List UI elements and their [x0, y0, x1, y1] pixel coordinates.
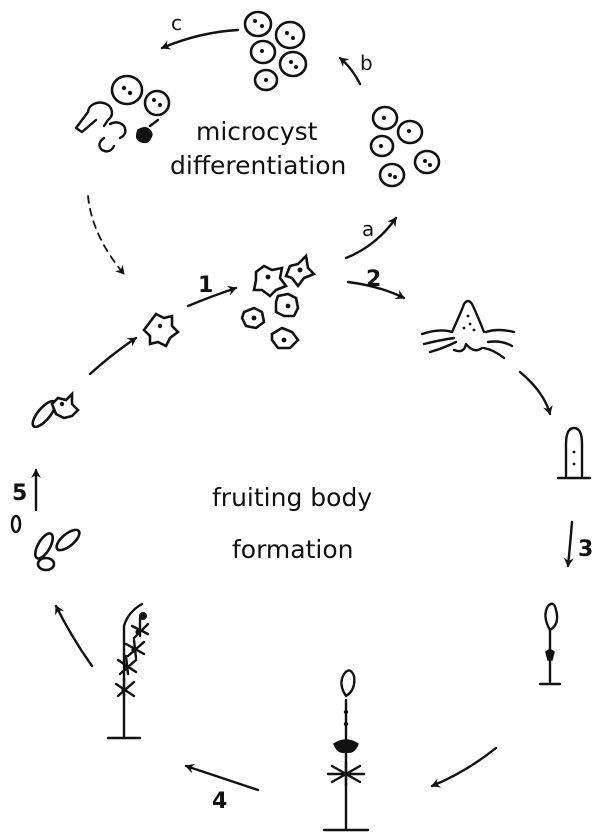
- arrow-to-amoeba: [90, 338, 136, 374]
- arrow-4: [186, 766, 258, 790]
- arrow-to-spores: [56, 606, 92, 666]
- fruiting-label-line1: fruiting body: [212, 483, 372, 512]
- developing-sorocarp: [324, 670, 368, 830]
- mound: [558, 428, 590, 478]
- arrow-b: [340, 58, 360, 84]
- step-5-label: 5: [12, 481, 27, 506]
- arrow-to-mound: [520, 372, 550, 414]
- step-b-label: b: [360, 51, 373, 75]
- step-3-label: 3: [578, 537, 593, 562]
- step-a-label: a: [362, 217, 374, 241]
- germinating-spore: [29, 394, 78, 430]
- germinating-microcysts: [76, 76, 169, 151]
- microcyst-cluster-right: [371, 107, 439, 186]
- spores: [12, 516, 83, 570]
- amoebae-group: [242, 256, 314, 348]
- microcyst-label-line2: differentiation: [170, 151, 346, 180]
- step-1-label: 1: [198, 273, 213, 298]
- microcyst-cluster-top: [245, 12, 306, 90]
- microcyst-label-line1: microcyst: [196, 117, 318, 146]
- culminant: [540, 604, 560, 684]
- step-c-label: c: [171, 11, 182, 35]
- arrow-3: [568, 522, 572, 566]
- fruiting-label-line2: formation: [232, 535, 354, 564]
- single-amoeba: [144, 314, 178, 346]
- dashed-arrow-return: [88, 196, 124, 274]
- step-2-label: 2: [366, 267, 381, 292]
- aggregate: [422, 301, 514, 358]
- mature-fruiting-body: [108, 604, 148, 738]
- step-4-label: 4: [212, 789, 227, 814]
- arrow-to-sorocarp: [432, 748, 496, 786]
